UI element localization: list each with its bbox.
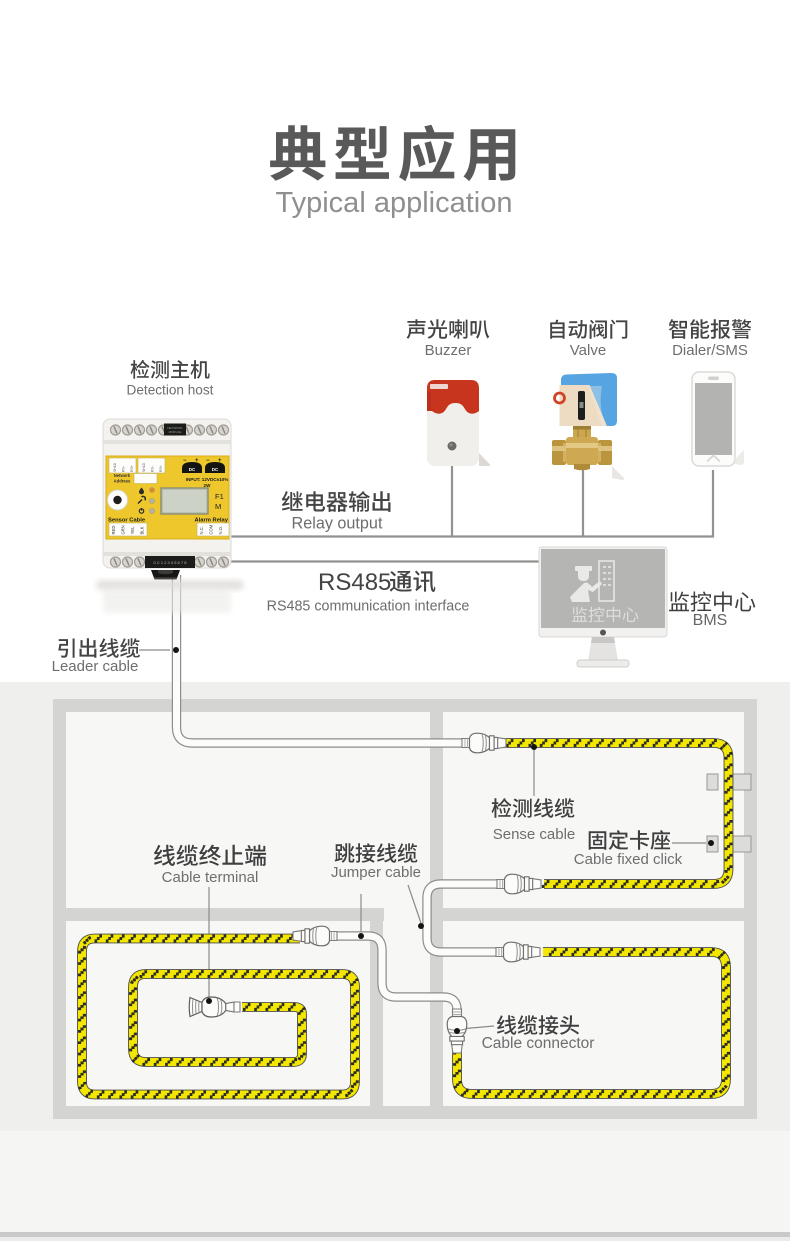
svg-text:Relay output: Relay output (292, 515, 383, 533)
svg-text:Leader cable: Leader cable (52, 658, 139, 675)
svg-text:RS-: RS- (122, 466, 126, 472)
svg-text:DC: DC (212, 467, 219, 472)
svg-text:+: + (218, 458, 222, 464)
svg-text:RS+: RS+ (159, 465, 163, 472)
svg-text:RS-: RS- (151, 466, 155, 472)
svg-text:Cable connector: Cable connector (482, 1035, 595, 1052)
svg-text:YEL: YEL (130, 526, 135, 535)
svg-text:Address: Address (114, 479, 131, 484)
svg-text:−: − (206, 458, 210, 464)
svg-text:Cable terminal: Cable terminal (162, 869, 259, 886)
svg-text:BLK: BLK (140, 526, 145, 534)
svg-text:Jumper cable: Jumper cable (331, 864, 421, 881)
svg-text:DC: DC (189, 467, 196, 472)
svg-text:GRN: GRN (121, 525, 126, 534)
svg-text:M: M (215, 502, 221, 511)
svg-text:Sense cable: Sense cable (493, 826, 576, 843)
svg-text:Buzzer: Buzzer (425, 342, 472, 359)
svg-text:NETWORK: NETWORK (167, 426, 182, 430)
svg-text:BMS: BMS (693, 612, 728, 629)
svg-text:MODULE: MODULE (169, 430, 182, 434)
svg-text:N.O.: N.O. (218, 526, 223, 535)
svg-text:N.C.: N.C. (199, 526, 204, 534)
svg-text:−: − (183, 458, 187, 464)
svg-text:Sensor Cable: Sensor Cable (108, 518, 146, 524)
svg-text:INPUT: 12VDC±10%: INPUT: 12VDC±10% (186, 477, 229, 482)
svg-text:RED: RED (111, 526, 116, 535)
svg-text:Valve: Valve (570, 342, 606, 359)
svg-text:0 C 1 2 3 4 5 6 7 8: 0 C 1 2 3 4 5 6 7 8 (154, 560, 188, 565)
svg-text:RS485: RS485 (318, 569, 391, 596)
svg-text:Alarm Relay: Alarm Relay (194, 518, 228, 524)
svg-text:RS+: RS+ (130, 465, 134, 472)
svg-text:2W: 2W (204, 483, 212, 488)
svg-text:COM: COM (209, 524, 214, 534)
svg-text:Detection host: Detection host (127, 383, 214, 398)
svg-text:RS485 communication interface: RS485 communication interface (267, 599, 470, 615)
svg-text:SHLD: SHLD (142, 462, 146, 472)
svg-text:+: + (195, 458, 199, 464)
svg-text:SHLD: SHLD (113, 462, 117, 472)
svg-text:Cable fixed click: Cable fixed click (574, 851, 683, 868)
svg-text:Typical application: Typical application (276, 187, 513, 219)
svg-text:Dialer/SMS: Dialer/SMS (672, 342, 748, 359)
svg-text:Network: Network (114, 473, 131, 478)
svg-text:F1: F1 (215, 492, 224, 501)
